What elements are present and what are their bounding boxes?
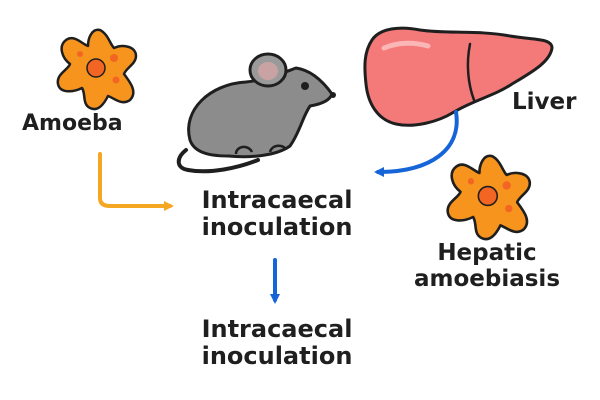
- amoeba-icon: [446, 154, 532, 241]
- inoculation-step-label: Intracaecal inoculation: [198, 187, 356, 241]
- arrow-amoeba-to-inoculation: [98, 152, 174, 211]
- result-step-line-1: Intracaecal: [201, 315, 353, 343]
- inoculation-step-line-1: Intracaecal: [201, 186, 353, 214]
- mouse-icon: [176, 52, 336, 174]
- amoeba-icon: [56, 28, 138, 111]
- hepatic-amoebiasis-label: Hepatic amoebiasis: [408, 240, 566, 293]
- result-step-label: Intracaecal inoculation: [198, 316, 356, 370]
- liver-label: Liver: [512, 89, 577, 115]
- result-step-line-2: inoculation: [201, 341, 353, 370]
- hepatic-line-2: amoebiasis: [413, 265, 561, 292]
- arrow-liver-to-inoculation: [374, 110, 459, 177]
- hepatic-line-1: Hepatic: [437, 240, 537, 266]
- liver-icon: [363, 26, 554, 127]
- amoeba-label: Amoeba: [22, 111, 123, 136]
- inoculation-step-line-2: inoculation: [201, 212, 353, 241]
